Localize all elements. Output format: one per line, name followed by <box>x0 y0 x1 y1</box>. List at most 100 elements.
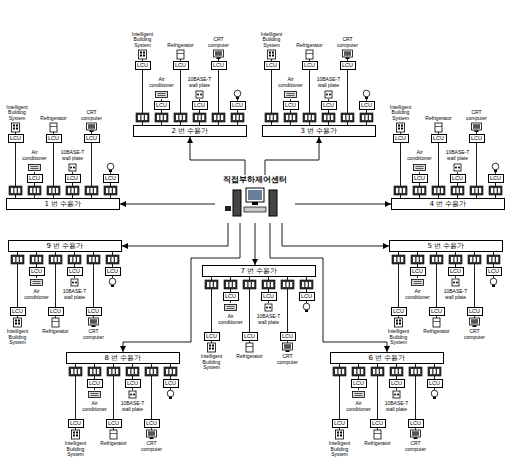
node-text: LCU <box>89 381 100 387</box>
control-line <box>255 223 256 265</box>
appliance-label: 10BASE-T wall plate <box>60 289 90 300</box>
appliance-label: CRT computer <box>204 37 234 48</box>
lcu-box: LCU <box>144 419 160 428</box>
node-text: LCU <box>266 63 277 69</box>
branch-wire <box>91 143 92 198</box>
meter-symbol <box>104 186 117 195</box>
node-text: LCU <box>304 63 315 69</box>
appliance-column <box>155 92 168 123</box>
meter-symbol <box>243 280 256 289</box>
node-text: LCU <box>353 381 364 387</box>
appliance-label: Air conditioner <box>80 401 110 412</box>
appliance-label: Intelligent Building System <box>2 105 32 122</box>
meter-symbol <box>371 367 384 376</box>
appliance-label: CRT computer <box>462 110 492 121</box>
appliance-column <box>107 367 120 439</box>
appliance-icon <box>435 123 442 132</box>
appliance-column <box>468 255 481 327</box>
control-line <box>123 223 240 352</box>
appliance-column <box>106 255 119 287</box>
meter-symbol <box>428 367 441 376</box>
meter-symbol <box>174 113 187 122</box>
node-text: LCU <box>412 269 423 275</box>
meter-symbol <box>281 280 294 289</box>
branch-wire <box>358 364 359 379</box>
appliance-label: CRT computer <box>460 329 490 340</box>
appliance-icon <box>29 165 41 171</box>
appliance-column <box>392 255 405 327</box>
branch-wire <box>17 252 18 307</box>
branch-wire <box>218 70 219 125</box>
branch-wire <box>396 364 397 379</box>
meter-symbol <box>394 186 407 195</box>
node-text: LCU <box>31 269 42 275</box>
lcu-box: LCU <box>105 267 121 276</box>
branch-wire <box>419 183 420 198</box>
appliance-column <box>145 367 158 439</box>
meter-symbol <box>212 113 225 122</box>
lcu-box: LCU <box>230 101 246 110</box>
branch-wire <box>287 277 288 332</box>
branch-wire <box>455 252 456 267</box>
appliance-icon <box>325 91 332 98</box>
branch-wire <box>400 143 401 198</box>
meter-symbol <box>126 367 139 376</box>
meter-symbol <box>322 113 335 122</box>
lcu-box: LCU <box>261 292 277 301</box>
branch-wire <box>493 252 494 267</box>
node-text: LCU <box>393 309 404 315</box>
node-text: LCU <box>452 176 463 182</box>
lcu-box: LCU <box>84 134 100 143</box>
appliance-icon <box>433 318 440 327</box>
meter-symbol <box>449 255 462 264</box>
appliance-icon <box>156 92 168 98</box>
appliance-column <box>224 280 237 311</box>
appliance-icon <box>374 430 381 439</box>
appliance-icon <box>343 50 353 59</box>
branch-wire <box>230 277 231 292</box>
node-text: LCU <box>10 136 21 142</box>
node-text: LCU <box>323 103 334 109</box>
appliance-label: Air conditioner <box>403 289 433 300</box>
appliance-icon <box>147 430 157 439</box>
branch-wire <box>132 364 133 379</box>
appliance-icon <box>167 390 174 399</box>
branch-wire <box>438 143 439 198</box>
appliance-column <box>371 367 384 439</box>
appliance-label: 10BASE-T wall plate <box>443 150 473 161</box>
meter-symbol <box>68 255 81 264</box>
node-text: 9 번 수용가 <box>47 243 84 250</box>
meter-symbol <box>284 113 297 122</box>
customer-box: 6 번 수용가 <box>330 352 444 364</box>
meter-symbol <box>47 186 60 195</box>
branch-wire <box>113 364 114 419</box>
appliance-label: CRT computer <box>273 354 303 365</box>
lcu-box: LCU <box>211 61 227 70</box>
node-text: LCU <box>175 63 186 69</box>
lcu-box: LCU <box>359 101 375 110</box>
node-text: LCU <box>86 136 97 142</box>
meter-symbol <box>107 367 120 376</box>
appliance-column <box>449 255 462 286</box>
node-text: LCU <box>301 294 312 300</box>
appliance-icon <box>303 303 310 312</box>
appliance-column <box>164 367 177 399</box>
node-text: LCU <box>469 309 480 315</box>
meter-symbol <box>432 186 445 195</box>
branch-wire <box>93 252 94 307</box>
node-text: LCU <box>48 136 59 142</box>
branch-wire <box>339 364 340 419</box>
node-text: LCU <box>263 294 274 300</box>
appliance-column <box>451 164 464 195</box>
meter-symbol <box>451 186 464 195</box>
meter-symbol <box>489 186 502 195</box>
customer-box: 9 번 수용가 <box>8 240 122 252</box>
node-text: LCU <box>213 63 224 69</box>
appliance-icon <box>196 91 203 98</box>
node-text: 2 번 수용가 <box>172 128 209 135</box>
appliance-icon <box>492 163 499 172</box>
appliance-label: Air conditioner <box>216 314 246 325</box>
appliance-wire <box>455 276 456 278</box>
appliance-icon <box>69 164 76 171</box>
node-text: LCU <box>146 421 157 427</box>
